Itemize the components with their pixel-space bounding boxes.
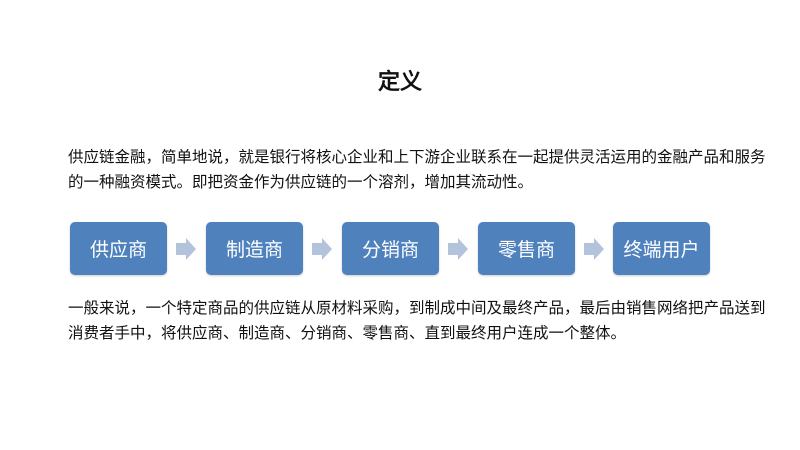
flow-step-end-user: 终端用户 (613, 222, 710, 275)
flow-step-supplier: 供应商 (70, 222, 167, 275)
slide-title: 定义 (377, 70, 422, 95)
flow-step-retailer: 零售商 (478, 222, 575, 275)
flow-step-manufacturer: 制造商 (206, 222, 303, 275)
explanation-paragraph: 一般来说，一个特定商品的供应链从原材料采购，到制成中间及最终产品，最后由销售网络… (68, 299, 766, 342)
definition-paragraph: 供应链金融，简单地说，就是银行将核心企业和上下游企业联系在一起提供灵活运用的金融… (68, 148, 766, 191)
flow-step-distributor: 分销商 (342, 222, 439, 275)
